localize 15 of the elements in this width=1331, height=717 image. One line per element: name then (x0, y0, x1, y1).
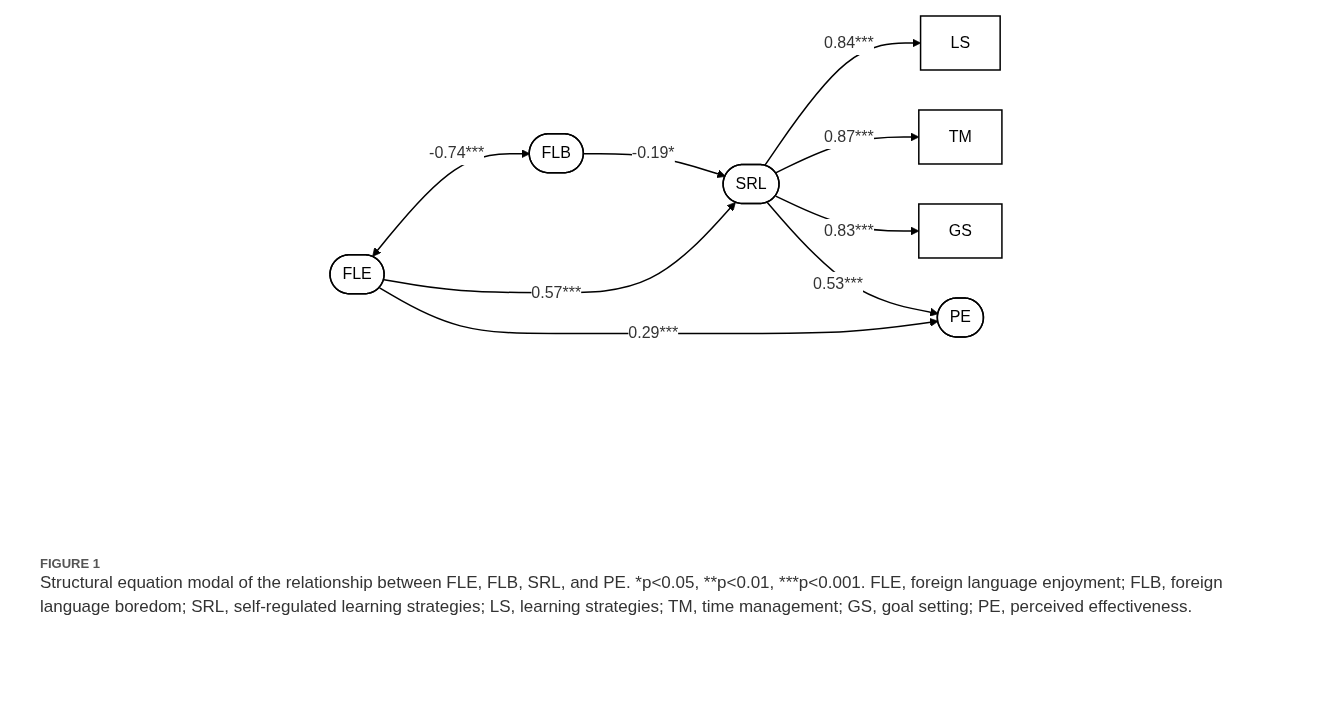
edge-label: 0.53*** (812, 274, 863, 292)
arrow (766, 201, 939, 317)
edge-label: -0.74*** (428, 144, 484, 162)
edge-label: 0.29*** (627, 324, 678, 342)
node-box: LS (919, 15, 1001, 71)
figure-label: FIGURE 1 (40, 556, 101, 571)
edge-label: 0.83*** (823, 221, 874, 239)
edge-label: 0.87*** (823, 127, 874, 145)
node-box: TM (917, 109, 1003, 165)
edge-label: -0.19* (631, 144, 675, 162)
caption: Structural equation modal of the relationship between FLE, FLB, SRL, and PE. *p<0.05, **p<0.01, ***p<0.001. FLE, foreign language enjoyment; FLB, foreign language boredom; SRL, self-regulated learning strategies; LS, learning strategies; TM, time management; GS, goal setting; PE, perceived effectiveness. (40, 572, 1224, 618)
node-box: GS (917, 203, 1003, 259)
edge-label: 0.84*** (823, 34, 874, 51)
arrow (763, 38, 921, 167)
edge-label: 0.57*** (530, 283, 581, 301)
